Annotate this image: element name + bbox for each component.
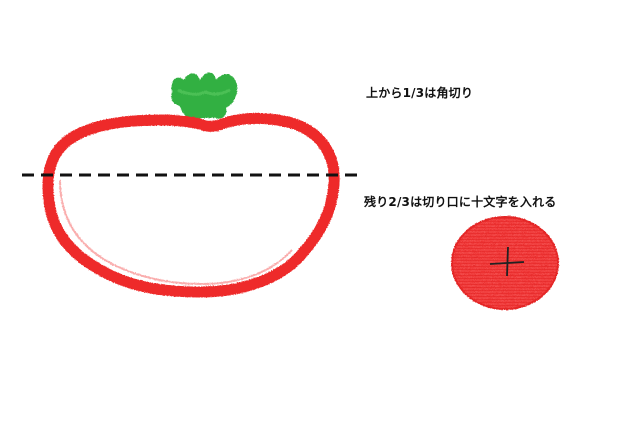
tomato-outline-icon <box>48 118 334 292</box>
stem-shape <box>171 73 237 119</box>
stem-icon <box>171 73 237 119</box>
annotation-top-third: 上から1/3は角切り <box>366 84 473 101</box>
tomato-outline-stroke <box>48 118 334 292</box>
cross-vertical <box>507 247 508 276</box>
annotation-bottom-two-thirds: 残り2/3は切り口に十文字を入れる <box>364 193 556 210</box>
